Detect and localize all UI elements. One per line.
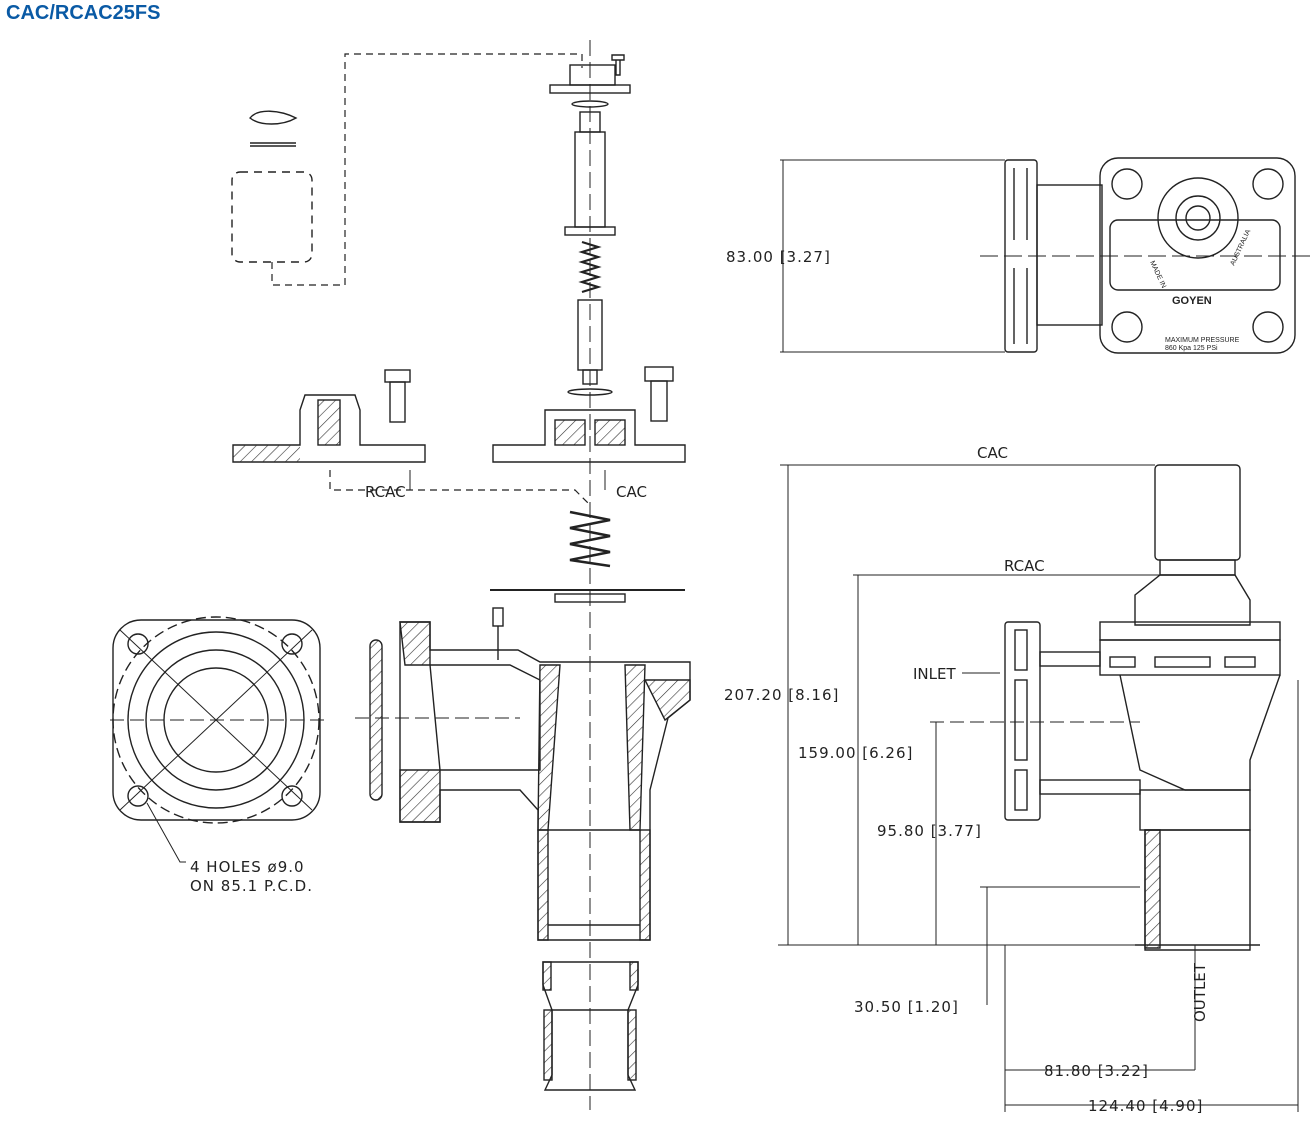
- bolt-hole: [127, 785, 149, 807]
- label-cac-side: CAC: [977, 444, 1008, 462]
- retaining-clip: [249, 110, 298, 125]
- rcac-cover: [232, 394, 426, 463]
- labels: RCAC CAC CAC RCAC INLET OUTLET 4 HOLES ø…: [190, 228, 1252, 1115]
- drawing-title: CAC/RCAC25FS: [6, 2, 161, 24]
- diaphragm: [554, 593, 626, 603]
- outlet-adaptor: [542, 961, 639, 1091]
- top-cap: [569, 64, 616, 86]
- label-rcac-side: RCAC: [1004, 557, 1045, 575]
- label-australia: AUSTRALIA: [1229, 228, 1252, 267]
- label-rcac-top: RCAC: [365, 483, 406, 501]
- coil-outline: [231, 171, 313, 263]
- dim-159: 159.00 [6.26]: [798, 744, 913, 762]
- side-view: [778, 464, 1299, 1112]
- o-ring: [369, 639, 383, 801]
- top-view: [780, 157, 1310, 354]
- bolt-hole: [127, 633, 149, 655]
- dim-81: 81.80 [3.22]: [1044, 1062, 1149, 1080]
- label-outlet: OUTLET: [1191, 962, 1209, 1022]
- solenoid-coil: [1154, 464, 1241, 561]
- label-holes-line2: ON 85.1 P.C.D.: [190, 877, 313, 895]
- label-inlet: INLET: [913, 665, 956, 683]
- main-spring: [569, 510, 611, 568]
- label-max-pressure: MAXIMUM PRESSURE: [1165, 337, 1240, 344]
- dim-207: 207.20 [8.16]: [724, 686, 839, 704]
- bolt-hole: [281, 633, 303, 655]
- bolt-hole: [281, 785, 303, 807]
- dim-95: 95.80 [3.77]: [877, 822, 982, 840]
- label-pressure-values: 860 Kpa 125 PSi: [1165, 345, 1218, 352]
- bolt-left: [384, 369, 411, 383]
- exploded-view: [231, 40, 691, 1110]
- label-cac-top: CAC: [616, 483, 647, 501]
- dim-124: 124.40 [4.90]: [1088, 1097, 1203, 1115]
- label-holes-line1: 4 HOLES ø9.0: [190, 858, 305, 876]
- dim-30: 30.50 [1.20]: [854, 998, 959, 1016]
- flange-face-view: [110, 616, 325, 863]
- valve-body-section: [355, 621, 691, 941]
- dim-83: 83.00 [3.27]: [726, 248, 831, 266]
- label-made-in: MADE IN: [1148, 260, 1167, 289]
- cac-cover: [492, 409, 686, 463]
- bolt-right: [644, 366, 674, 382]
- brand-logo-text: GOYEN: [1172, 295, 1212, 307]
